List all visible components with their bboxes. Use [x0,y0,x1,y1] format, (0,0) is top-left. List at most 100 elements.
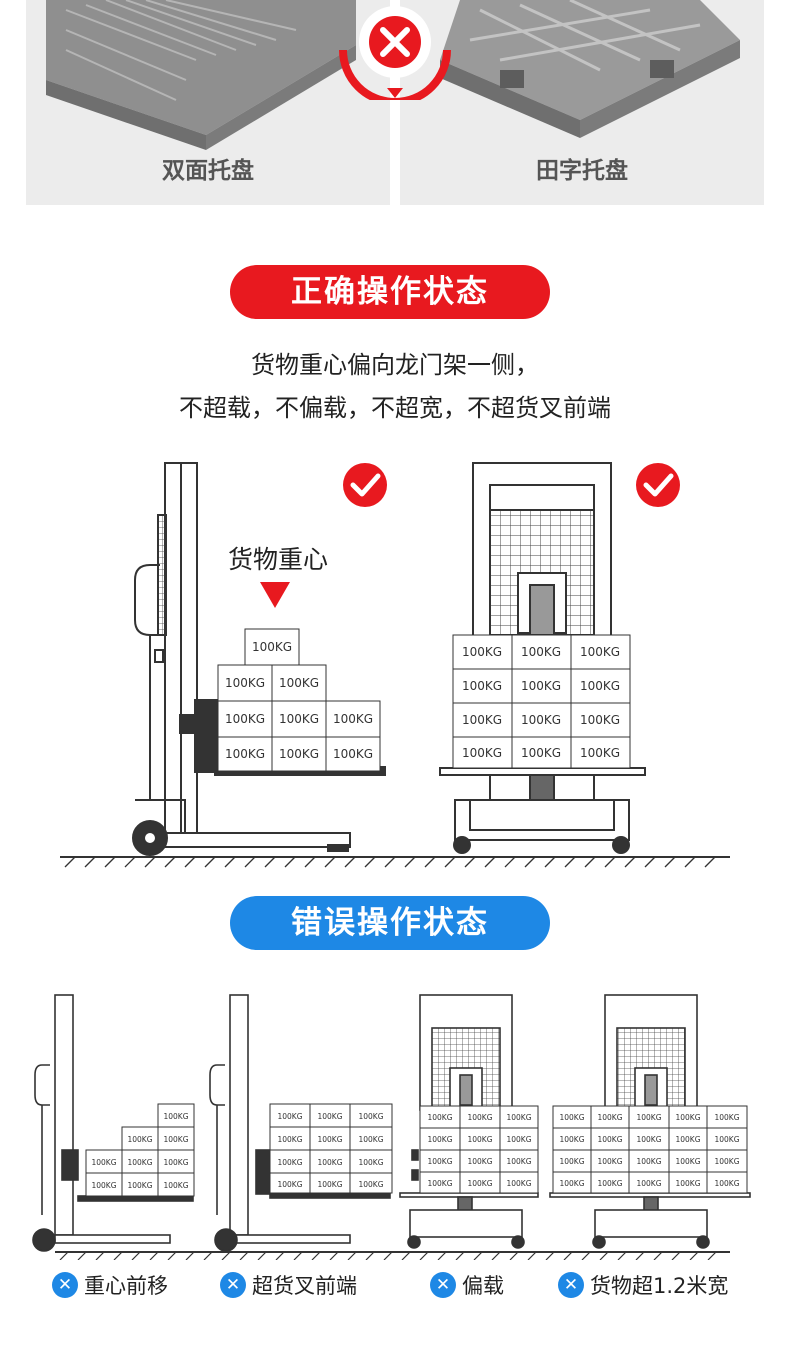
cargo-stack-side [217,628,381,772]
box-label: 100KG [462,713,502,727]
pallet-panel-double: 双面托盘 [26,0,390,205]
wrong-case-gravity-forward [32,994,195,1252]
wrong-caption-label: 重心前移 [84,1274,168,1298]
box-label: 100KG [714,1179,739,1188]
gravity-center-label: 货物重心 [228,545,328,574]
box-label: 100KG [506,1157,531,1166]
box-label: 100KG [597,1157,622,1166]
wrong-caption-label: 偏载 [462,1274,504,1298]
double-pallet-label: 双面托盘 [162,157,254,184]
box-label: 100KG [358,1158,383,1167]
correct-illustration: 100KG 100KG 100KG 100KG 100KG 100KG 100K… [60,462,730,868]
box-label: 100KG [163,1112,188,1121]
box-label: 100KG [597,1179,622,1188]
wrong-title-pill: 错误操作状态 [230,896,550,950]
box-label: 100KG [636,1179,661,1188]
box-label: 100KG [506,1113,531,1122]
box-label: 100KG [427,1135,452,1144]
cargo-stack-front [452,634,631,769]
box-label: 100KG [675,1179,700,1188]
box-label: 100KG [279,712,319,726]
correct-title: 正确操作状态 [291,274,489,310]
box-label: 100KG [714,1113,739,1122]
box-label: 100KG [277,1158,302,1167]
box-label: 100KG [559,1113,584,1122]
box-label: 100KG [580,746,620,760]
box-label: 100KG [127,1135,152,1144]
wrong-caption-3: ✕ 偏载 [430,1268,504,1302]
box-label: 100KG [225,747,265,761]
box-label: 100KG [277,1135,302,1144]
box-label: 100KG [597,1113,622,1122]
x-circle-icon [339,6,451,100]
box-label: 100KG [521,713,561,727]
box-label: 100KG [462,645,502,659]
box-label: 100KG [580,679,620,693]
cargo-labels-side: 100KG 100KG 100KG 100KG 100KG 100KG 100K… [225,640,373,761]
box-label: 100KG [163,1135,188,1144]
box-label: 100KG [467,1157,492,1166]
x-circle-icon: ✕ [52,1272,78,1298]
box-label: 100KG [317,1112,342,1121]
box-label: 100KG [636,1113,661,1122]
wrong-caption-2: ✕ 超货叉前端 [220,1268,357,1302]
pallet-panel-tian: 田字托盘 [400,0,764,205]
box-label: 100KG [163,1181,188,1190]
wrong-caption-1: ✕ 重心前移 [52,1268,168,1302]
correct-line-2: 不超载，不偏载，不超宽，不超货叉前端 [179,394,611,422]
x-circle-icon: ✕ [220,1272,246,1298]
x-circle-icon: ✕ [430,1272,456,1298]
box-label: 100KG [333,712,373,726]
wrong-illustration: 100KG 100KG 100KG 100KG 100KG 100KG 100K… [32,994,751,1260]
correct-title-pill: 正确操作状态 [230,265,550,319]
box-label: 100KG [317,1158,342,1167]
cargo-labels-wrong: 100KG 100KG 100KG 100KG 100KG 100KG 100K… [91,1112,739,1190]
check-circle-icon [636,463,680,507]
box-label: 100KG [675,1135,700,1144]
wrong-caption-label: 超货叉前端 [252,1274,357,1298]
box-label: 100KG [127,1158,152,1167]
box-label: 100KG [636,1157,661,1166]
box-label: 100KG [91,1158,116,1167]
wrong-caption-label: 货物超1.2米宽 [590,1274,729,1298]
ground-line [60,856,730,868]
box-label: 100KG [225,676,265,690]
wrong-case-over-fork [209,994,393,1252]
wrong-title: 错误操作状态 [291,905,489,941]
box-label: 100KG [427,1157,452,1166]
tian-pallet-illustration: 田字托盘 [440,0,740,184]
box-label: 100KG [521,679,561,693]
box-label: 100KG [358,1135,383,1144]
correct-line-1: 货物重心偏向龙门架一侧， [251,351,539,379]
wrong-case-over-width [549,994,751,1249]
box-label: 100KG [127,1181,152,1190]
box-label: 100KG [279,747,319,761]
box-label: 100KG [277,1180,302,1189]
box-label: 100KG [163,1158,188,1167]
box-label: 100KG [506,1135,531,1144]
box-label: 100KG [427,1113,452,1122]
box-label: 100KG [317,1180,342,1189]
box-label: 100KG [462,746,502,760]
box-label: 100KG [277,1112,302,1121]
ground-hatch [59,1251,717,1260]
check-circle-icon [343,463,387,507]
stacker-front-view [439,462,646,854]
box-label: 100KG [580,645,620,659]
box-label: 100KG [91,1181,116,1190]
box-label: 100KG [521,645,561,659]
wrong-caption-4: ✕ 货物超1.2米宽 [558,1268,728,1302]
box-label: 100KG [506,1179,531,1188]
box-label: 100KG [521,746,561,760]
box-label: 100KG [467,1113,492,1122]
box-label: 100KG [333,747,373,761]
box-label: 100KG [252,640,292,654]
double-sided-pallet-illustration: 双面托盘 [46,0,356,184]
box-label: 100KG [427,1179,452,1188]
box-label: 100KG [559,1179,584,1188]
cargo-labels-front: 100KG 100KG 100KG 100KG 100KG 100KG 100K… [462,645,620,760]
box-label: 100KG [559,1157,584,1166]
box-label: 100KG [580,713,620,727]
box-label: 100KG [317,1135,342,1144]
tian-pallet-label: 田字托盘 [536,157,628,184]
